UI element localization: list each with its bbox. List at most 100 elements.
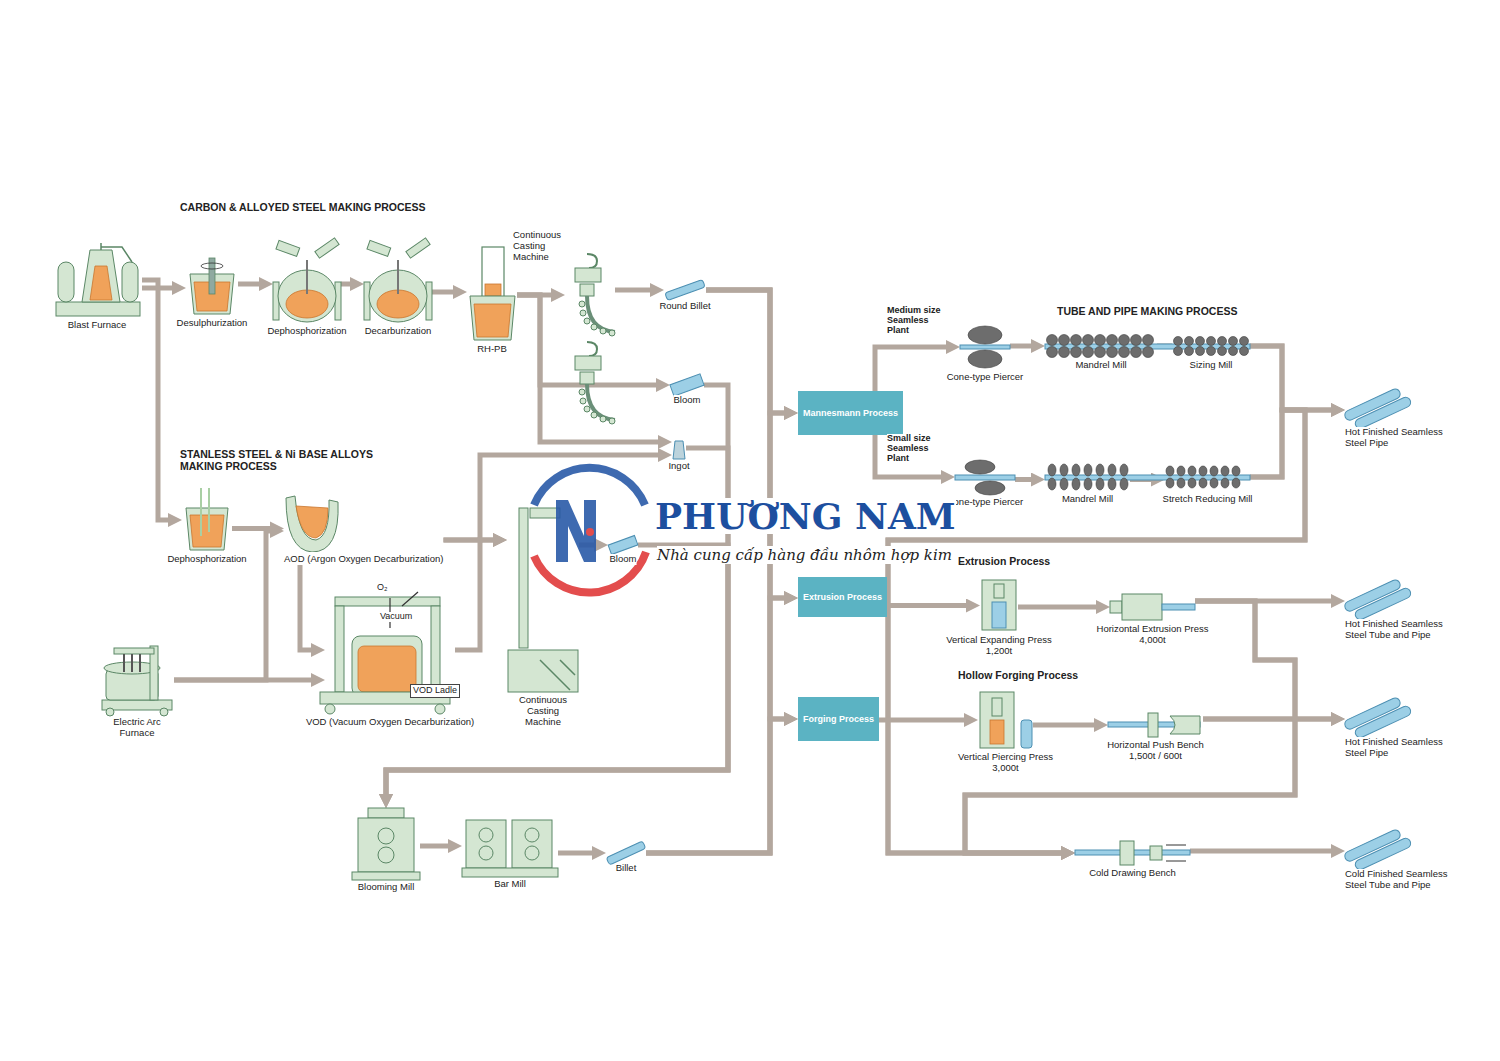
equipment-label: Hot Finished Seamless Steel Tube and Pip… (1345, 619, 1450, 641)
caption: Dephosphorization (167, 554, 246, 565)
equipment-node: Decarburization (364, 244, 432, 324)
equipment-label: Bloom (610, 554, 637, 565)
mill-roller (1143, 347, 1154, 358)
aod-converter (286, 496, 338, 552)
watermark-logo (534, 468, 646, 593)
expanding-press (982, 580, 1016, 630)
equipment-node: Bar Mill (462, 815, 558, 877)
drawing-bench (1166, 845, 1186, 861)
continuous-caster (540, 660, 575, 690)
mill-roller (1143, 335, 1154, 346)
blooming-mill (352, 808, 420, 880)
dephosphorization-ladle (186, 488, 228, 550)
mill-roller (1199, 466, 1207, 476)
gas-label: O₂ (376, 583, 389, 593)
equipment-label: Bar Mill (494, 879, 526, 890)
equipment-node: Hot Finished Seamless Steel Tube and Pip… (1345, 585, 1405, 617)
equipment-label: Cold Finished Seamless Steel Tube and Pi… (1345, 869, 1455, 891)
caption: Bloom (674, 395, 701, 406)
mill-roller (1131, 335, 1142, 346)
caption: Horizontal Push Bench1,500t / 600t (1107, 740, 1204, 762)
mill-roller (1060, 464, 1068, 476)
process-box: Extrusion Process (798, 577, 887, 617)
flow-arrow (1033, 723, 1101, 728)
caption: Cone-type Piercer (947, 372, 1024, 383)
cone-piercer (955, 475, 1015, 480)
equipment-label: Stretch Reducing Mill (1163, 494, 1253, 505)
equipment-node: Vertical Piercing Press3,000t (978, 690, 1033, 750)
pipe-product (1354, 396, 1413, 430)
mill-roller (1174, 337, 1183, 346)
continuous-caster (587, 254, 597, 268)
bar-mill (466, 820, 506, 868)
rh-degasser (470, 247, 515, 340)
process-label: Forging Process (803, 714, 874, 725)
equipment-label: Horizontal Push Bench (1107, 740, 1204, 751)
blast-furnace (122, 262, 138, 302)
flow-arrow (887, 603, 973, 608)
mill-roller (1059, 335, 1070, 346)
equipment-label: Vertical Piercing Press (958, 752, 1053, 763)
mill-roller (1207, 337, 1216, 346)
equipment-label: Mandrel Mill (1075, 360, 1126, 371)
watermark: PHƯƠNG NAM (655, 498, 956, 534)
section-heading: Hollow Forging Process (958, 670, 1078, 682)
flow-arrow (420, 844, 455, 849)
mill-roller (1196, 347, 1205, 356)
mill-roller (1095, 335, 1106, 346)
flow-arrow (646, 719, 791, 853)
extrusion-press (1162, 604, 1195, 610)
drawing-bench (1075, 841, 1190, 865)
blooming-mill (368, 808, 404, 818)
mill-roller (1108, 464, 1116, 476)
equipment-label: Mandrel Mill (1062, 494, 1113, 505)
flow-arrow (888, 346, 1305, 853)
continuous-caster (584, 318, 590, 324)
caption: RH-PB (477, 344, 507, 355)
push-bench (1148, 713, 1158, 737)
cone-piercer (968, 350, 1002, 368)
caption: Mandrel Mill (1075, 360, 1126, 371)
continuous-caster (587, 342, 597, 356)
flow-arrow (455, 540, 500, 650)
extrusion-press (1110, 594, 1195, 620)
equipment-label: Cold Drawing Bench (1089, 868, 1176, 879)
continuous-caster (575, 268, 601, 282)
electric-arc-furnace (139, 654, 141, 672)
flow-arrow (174, 678, 318, 683)
mill-roller (1232, 478, 1240, 488)
flow-arrow (558, 851, 599, 856)
part-label: VOD Ladle (410, 684, 460, 698)
equipment-node: Blooming Mill (352, 808, 420, 880)
electric-arc-furnace (114, 648, 154, 654)
equipment-node: Cold Drawing Bench (1075, 840, 1190, 866)
caption: AOD (Argon Oxygen Decarburization) (284, 552, 443, 565)
equipment-node: Continuous Casting Machine (507, 505, 579, 693)
continuous-caster (600, 328, 606, 334)
bar-mill (479, 828, 493, 842)
caption: Bloom (610, 554, 637, 565)
plant-label: Medium size Seamless Plant (887, 306, 949, 336)
caption: Sizing Mill (1190, 360, 1233, 371)
converter (315, 238, 339, 258)
flow-arrow (646, 413, 791, 853)
mill-roller (1207, 347, 1216, 356)
blast-furnace (101, 243, 132, 262)
mill-roller (1084, 478, 1092, 490)
caption: Continuous Casting Machine (508, 695, 578, 728)
billet (606, 841, 646, 865)
equipment-node: Hot Finished Seamless Steel Pipe (1345, 395, 1405, 425)
vod-vessel (435, 704, 445, 714)
caption: Mandrel Mill (1062, 494, 1113, 505)
plant-label: Small size Seamless Plant (887, 434, 949, 464)
bar-mill (525, 828, 539, 842)
equipment-node: Mandrel Mill (1045, 334, 1157, 358)
equipment-node: Continuous Casting Machine (565, 254, 615, 336)
dephosphorization-ladle (190, 515, 224, 547)
equipment-node: Electric Arc Furnace (100, 645, 174, 715)
rh-degasser (470, 296, 515, 340)
equipment-node: Cold Finished Seamless Steel Tube and Pi… (1345, 835, 1405, 867)
flow-arrow (1250, 410, 1338, 477)
drawing-bench (1120, 841, 1134, 865)
mill-roller (1196, 337, 1205, 346)
